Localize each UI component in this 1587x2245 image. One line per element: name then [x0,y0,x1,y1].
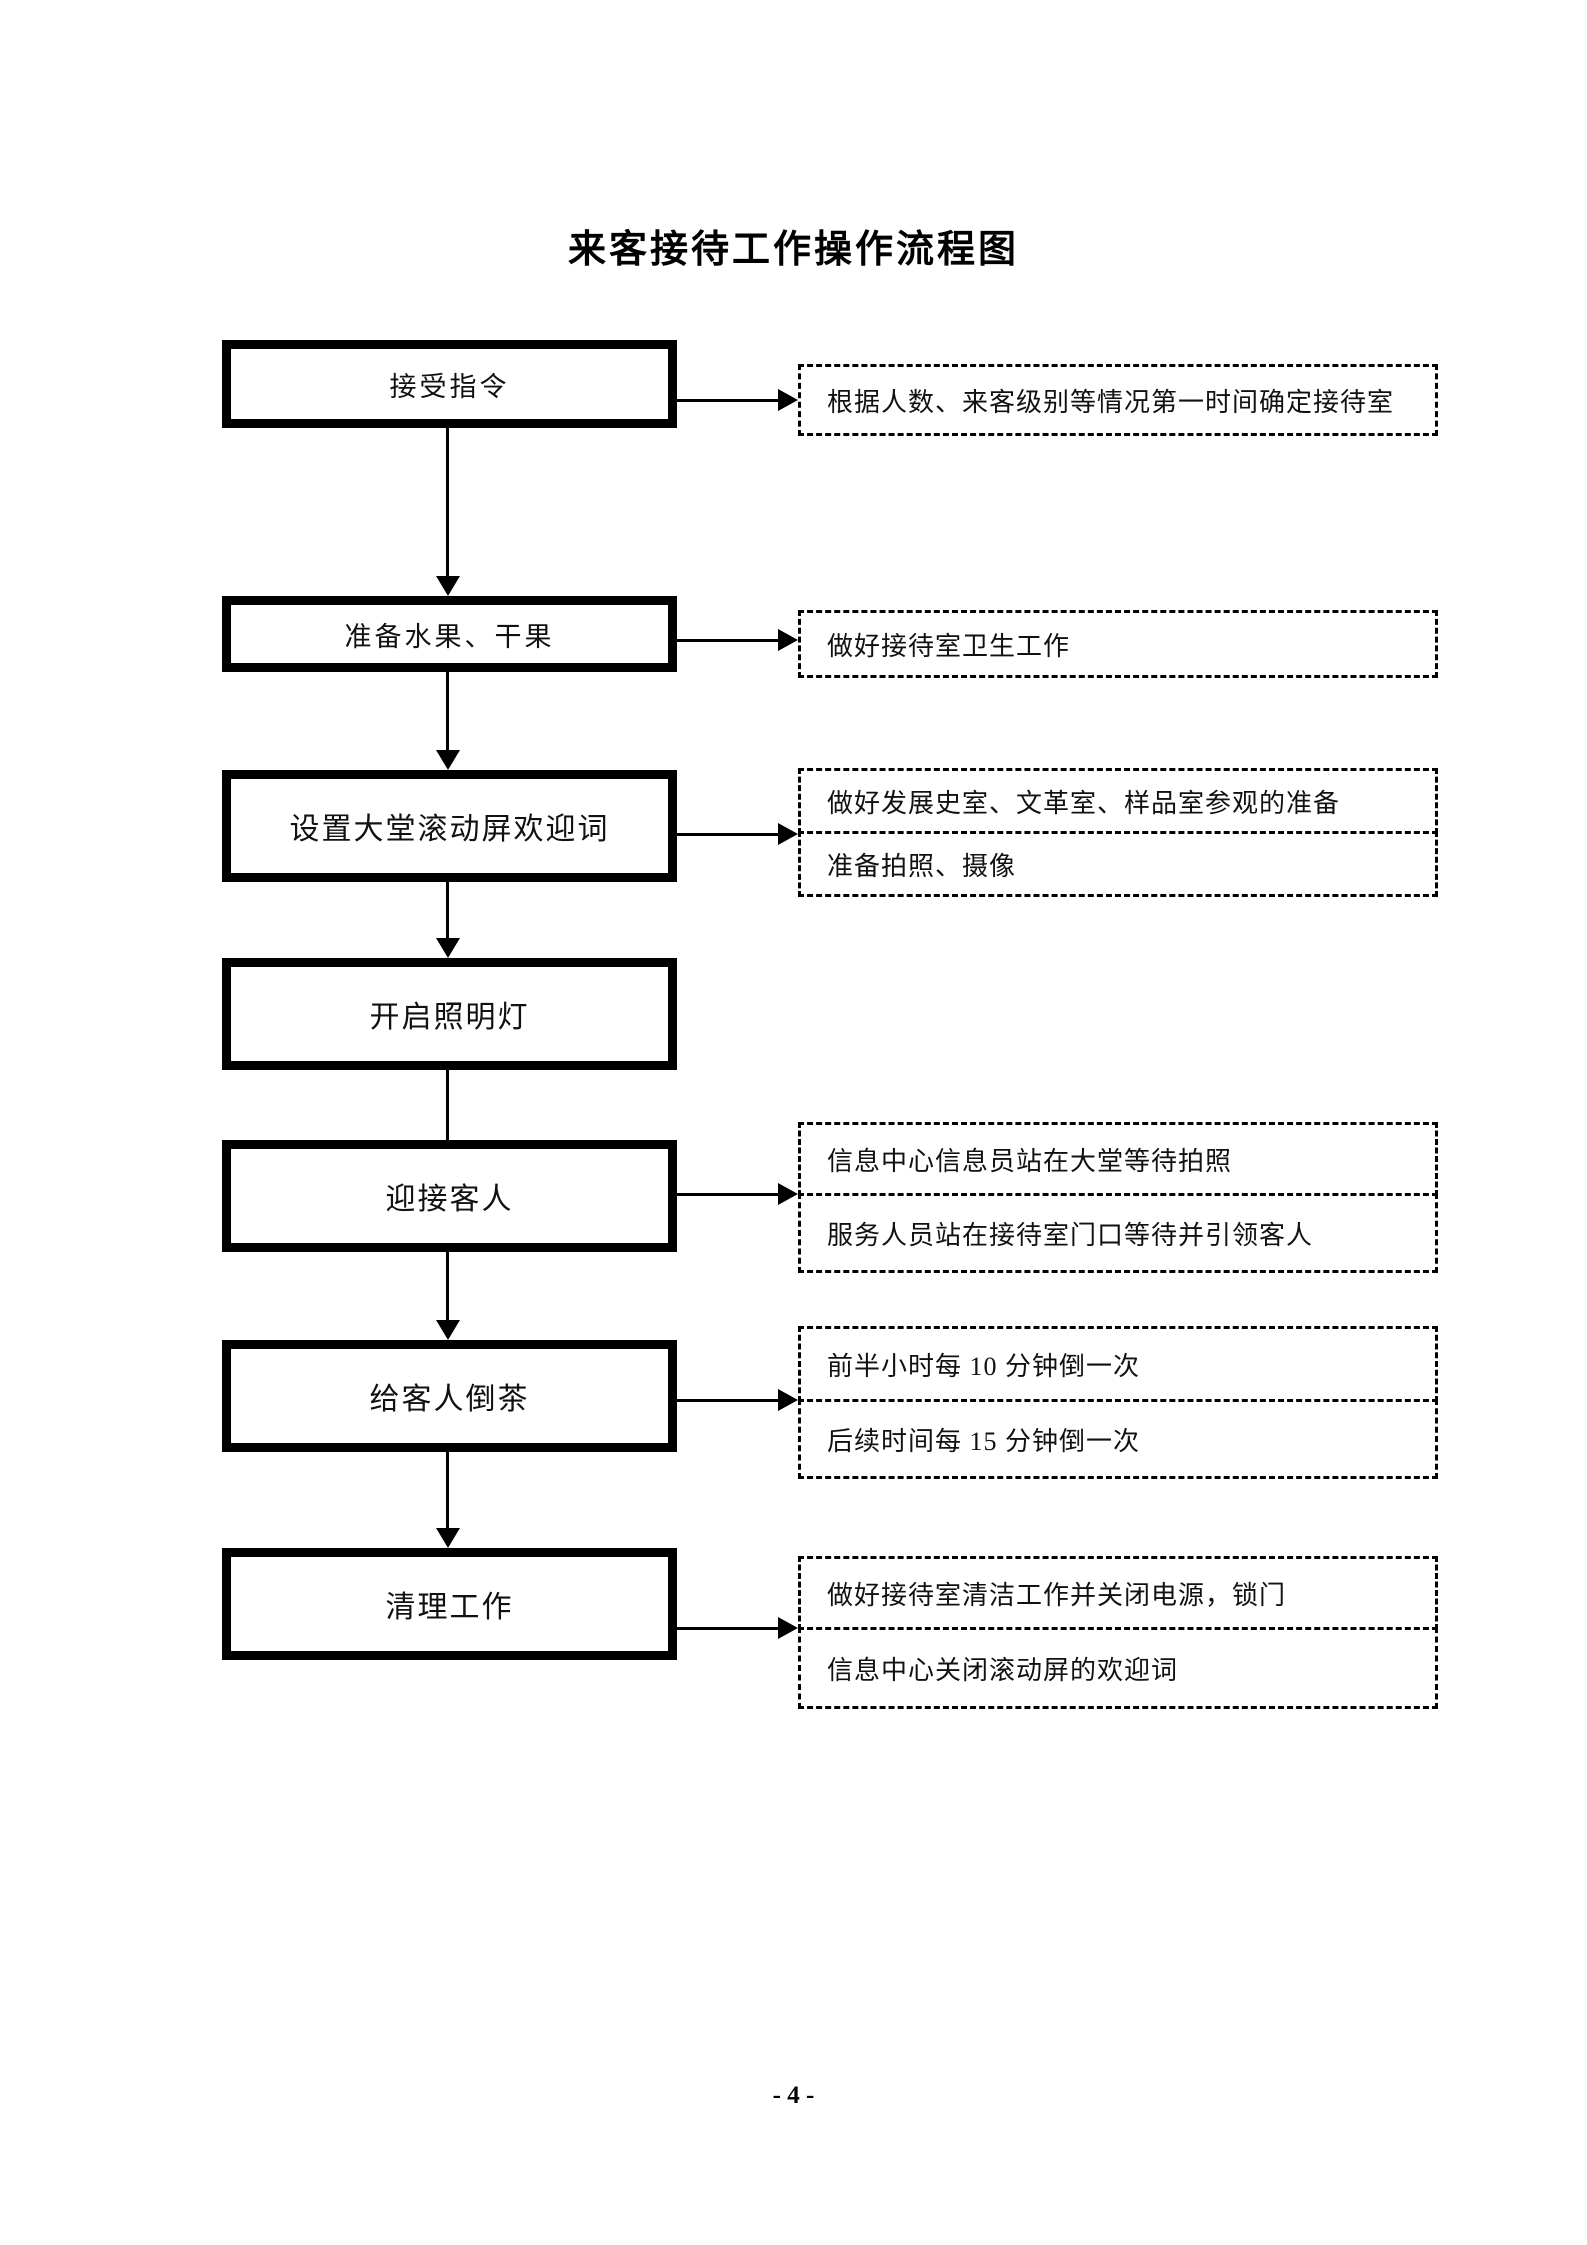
page-number: - 4 - [772,2082,815,2109]
connector-line [446,1452,449,1528]
note-text: 信息中心信息员站在大堂等待拍照 [827,1146,1233,1176]
note-box-7: 做好接待室清洁工作并关闭电源，锁门 信息中心关闭滚动屏的欢迎词 [798,1556,1438,1709]
note-row: 后续时间每 15 分钟倒一次 [798,1399,1438,1479]
flow-step-label-1: 接受指令 [389,371,510,402]
note-box-3: 做好发展史室、文革室、样品室参观的准备 准备拍照、摄像 [798,768,1438,897]
note-row: 信息中心信息员站在大堂等待拍照 [798,1122,1438,1196]
page-title: 来客接待工作操作流程图 [567,229,1019,271]
arrow-right-icon [778,389,798,411]
connector-line [677,833,778,836]
note-row: 准备拍照、摄像 [798,831,1438,897]
note-box-2: 做好接待室卫生工作 [798,610,1438,678]
arrow-right-icon [778,1389,798,1411]
flow-step-box-4: 开启照明灯 [222,958,677,1070]
note-text: 后续时间每 15 分钟倒一次 [827,1426,1141,1456]
arrow-right-icon [778,1183,798,1205]
note-row: 根据人数、来客级别等情况第一时间确定接待室 [798,364,1438,436]
note-text: 做好接待室卫生工作 [827,631,1071,661]
note-row: 做好接待室卫生工作 [798,610,1438,678]
arrow-down-icon [436,938,460,958]
note-text: 准备拍照、摄像 [827,851,1017,881]
note-row: 做好接待室清洁工作并关闭电源，锁门 [798,1556,1438,1630]
note-row: 前半小时每 10 分钟倒一次 [798,1326,1438,1402]
flow-step-label-7: 清理工作 [385,1591,514,1624]
note-text: 服务人员站在接待室门口等待并引领客人 [827,1220,1314,1250]
note-text: 做好接待室清洁工作并关闭电源，锁门 [827,1580,1287,1610]
note-box-5: 信息中心信息员站在大堂等待拍照 服务人员站在接待室门口等待并引领客人 [798,1122,1438,1273]
connector-line [446,428,449,576]
arrow-down-icon [436,750,460,770]
connector-line [446,1070,449,1140]
note-row: 信息中心关闭滚动屏的欢迎词 [798,1627,1438,1709]
flow-step-label-5: 迎接客人 [385,1183,514,1216]
note-row: 服务人员站在接待室门口等待并引领客人 [798,1193,1438,1273]
flow-step-box-5: 迎接客人 [222,1140,677,1252]
connector-line [677,399,778,402]
note-text: 前半小时每 10 分钟倒一次 [827,1351,1141,1381]
flow-step-label-6: 给客人倒茶 [369,1383,530,1416]
note-text: 根据人数、来客级别等情况第一时间确定接待室 [827,387,1395,417]
arrow-down-icon [436,1528,460,1548]
connector-line [677,1399,778,1402]
arrow-right-icon [778,629,798,651]
connector-line [677,1627,778,1630]
flow-step-box-1: 接受指令 [222,340,677,428]
note-row: 做好发展史室、文革室、样品室参观的准备 [798,768,1438,834]
connector-line [677,1193,778,1196]
connector-line [446,1252,449,1320]
connector-line [677,639,778,642]
note-text: 信息中心关闭滚动屏的欢迎词 [827,1655,1179,1685]
arrow-down-icon [436,576,460,596]
arrow-right-icon [778,823,798,845]
flow-step-label-3: 设置大堂滚动屏欢迎词 [289,813,610,846]
connector-line [446,672,449,750]
flow-step-box-2: 准备水果、干果 [222,596,677,672]
note-box-6: 前半小时每 10 分钟倒一次 后续时间每 15 分钟倒一次 [798,1326,1438,1479]
arrow-down-icon [436,1320,460,1340]
connector-line [446,882,449,938]
flow-step-label-4: 开启照明灯 [369,1001,530,1034]
arrow-right-icon [778,1617,798,1639]
flow-step-box-7: 清理工作 [222,1548,677,1660]
flow-step-box-6: 给客人倒茶 [222,1340,677,1452]
note-box-1: 根据人数、来客级别等情况第一时间确定接待室 [798,364,1438,436]
flow-step-label-2: 准备水果、干果 [344,621,555,652]
note-text: 做好发展史室、文革室、样品室参观的准备 [827,788,1341,818]
flow-step-box-3: 设置大堂滚动屏欢迎词 [222,770,677,882]
